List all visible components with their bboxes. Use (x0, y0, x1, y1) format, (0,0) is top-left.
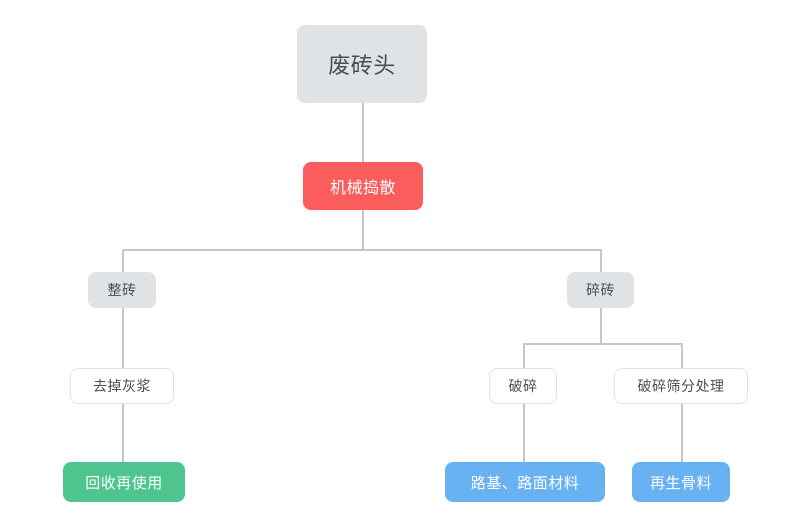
node-whole-brick: 整砖 (88, 272, 156, 308)
node-remove-mortar: 去掉灰浆 (70, 368, 174, 404)
connector (523, 343, 525, 368)
connector (122, 249, 124, 272)
connector (362, 103, 364, 162)
connector (681, 343, 683, 368)
node-crushing-screening: 破碎筛分处理 (614, 368, 748, 404)
node-road-material: 路基、路面材料 (445, 462, 605, 502)
connector (523, 404, 525, 462)
connector (600, 308, 602, 343)
node-crushing: 破碎 (489, 368, 557, 404)
connector (523, 343, 682, 345)
connector (681, 404, 683, 462)
node-recycle-reuse: 回收再使用 (63, 462, 185, 502)
node-mechanical-breaking: 机械捣散 (303, 162, 423, 210)
node-broken-brick: 碎砖 (567, 272, 634, 308)
connector (122, 249, 601, 251)
node-recycled-aggregate: 再生骨料 (632, 462, 730, 502)
connector (122, 308, 124, 368)
connector (362, 210, 364, 250)
node-waste-brick: 废砖头 (297, 25, 427, 103)
connector (600, 249, 602, 272)
connector (122, 404, 124, 462)
